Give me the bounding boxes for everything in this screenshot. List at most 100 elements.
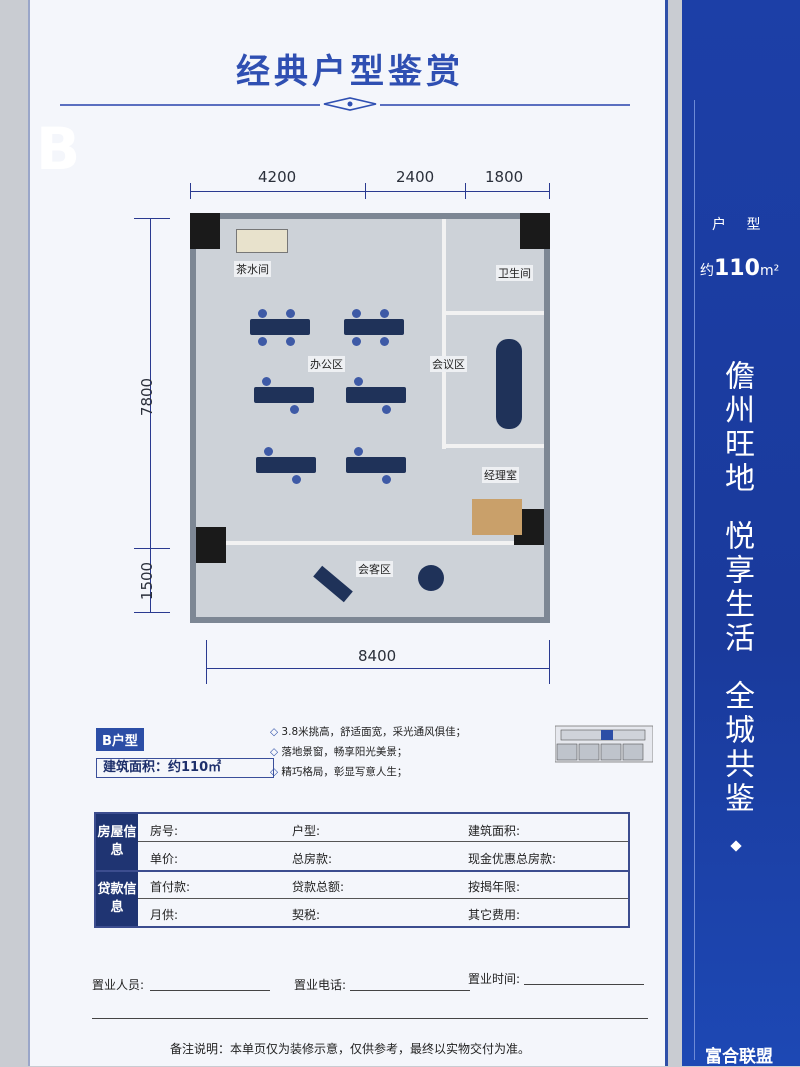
structural-pillar [190,213,220,249]
office-chair [286,309,295,318]
field-mortgage-years[interactable]: 按揭年限: [468,880,521,894]
unit-letter: B [36,115,81,183]
room-label-meeting: 会议区 [430,356,467,372]
dim-tick [134,612,170,613]
field-building-area[interactable]: 建筑面积: [468,824,521,838]
loan-info-label: 贷款信息 [96,872,138,926]
room-label-tea: 茶水间 [234,261,271,277]
dim-1800: 1800 [485,168,524,186]
office-chair [352,337,361,346]
office-desk [346,457,406,473]
office-chair [382,405,391,414]
office-chair [380,337,389,346]
partition-wall [442,311,544,315]
area-box: 建筑面积：约110㎡ [96,758,274,778]
building-position-thumbnail [555,725,653,763]
room-label-wc: 卫生间 [496,265,533,281]
office-desk [256,457,316,473]
field-monthly-payment[interactable]: 月供: [150,908,179,922]
side-panel-frame [694,100,791,1060]
side-area: 约110m² [700,256,780,281]
disclaimer-note: 备注说明：本单页仅为装修示意，仅供参考，最终以实物交付为准。 [169,1042,530,1056]
office-chair [354,377,363,386]
office-desk [254,387,314,403]
feature-item: ◇ 3.8米挑高，舒适面宽，采光通风俱佳； [270,726,467,738]
window-line [196,541,544,545]
phone-label: 置业电话: [294,978,347,992]
dim-tick [465,183,466,199]
office-chair [262,377,271,386]
unit-type-badge: B户型 [96,728,144,751]
office-chair [264,447,273,456]
office-desk [344,319,404,335]
floor-plan: 茶水间 卫生间 办公区 会议区 经理室 会客区 [190,213,550,623]
side-panel [682,0,800,1066]
office-desk [250,319,310,335]
purchase-info-table: 房屋信息 贷款信息 房号: 户型: 建筑面积: 单价: 总房款: 现金优惠总房款… [94,812,630,928]
row-divider [138,841,628,842]
bottom-dimension-line [206,668,550,669]
field-cash-discount-price[interactable]: 现金优惠总房款: [468,852,557,866]
top-dimension-line [190,191,550,192]
brochure-sheet: 经典户型鉴赏 4200 2400 1800 7800 1500 8400 茶水间… [28,0,668,1066]
office-chair [380,309,389,318]
office-chair [382,475,391,484]
reception-table [418,565,444,591]
structural-pillar [196,527,226,563]
slogan-2: 悦享生活 [719,520,754,656]
section-divider [96,870,628,872]
house-info-label: 房屋信息 [96,814,138,870]
office-chair [258,309,267,318]
field-unit-type[interactable]: 户型: [292,824,321,838]
agent-input-line[interactable] [150,990,270,991]
dim-tick [134,548,170,549]
remark-line [92,1018,648,1019]
left-dimension-line [150,218,151,612]
feature-item: ◇ 落地景窗，畅享阳光美景； [270,746,408,758]
dim-tick [365,183,366,199]
office-chair [354,447,363,456]
row-divider [138,898,628,899]
time-label: 置业时间: [468,972,521,986]
office-chair [290,405,299,414]
dim-7800: 7800 [138,377,157,417]
structural-pillar [520,213,550,249]
field-other-fees[interactable]: 其它费用: [468,908,521,922]
brand-logo: 富合联盟 [705,1047,773,1067]
dim-tick [190,183,191,199]
page-title: 经典户型鉴赏 [236,52,464,92]
manager-desk [472,499,522,535]
office-desk [346,387,406,403]
room-label-manager: 经理室 [482,467,519,483]
partition-wall [442,219,446,449]
room-label-reception: 会客区 [356,561,393,577]
partition-wall [442,444,544,448]
dim-tick [549,640,550,684]
field-total-price[interactable]: 总房款: [292,852,333,866]
field-deed-tax[interactable]: 契税: [292,908,321,922]
office-chair [352,309,361,318]
slogan-1: 儋州旺地 [719,360,754,496]
dim-tick [206,640,207,684]
office-chair [258,337,267,346]
time-input-line[interactable] [524,984,644,985]
tea-counter [236,229,288,253]
side-type-label: 户 型 [712,217,769,233]
field-down-payment[interactable]: 首付款: [150,880,191,894]
field-loan-total[interactable]: 贷款总额: [292,880,345,894]
dim-tick [134,218,170,219]
agent-label: 置业人员: [92,978,145,992]
field-room-no[interactable]: 房号: [150,824,179,838]
divider-ornament [320,97,380,111]
dim-4200: 4200 [258,168,297,186]
phone-input-line[interactable] [350,990,470,991]
room-label-office: 办公区 [308,356,345,372]
dim-8400: 8400 [358,647,397,665]
field-unit-price[interactable]: 单价: [150,852,179,866]
office-chair [292,475,301,484]
dim-tick [549,183,550,199]
unit-tag: B户型 [96,728,144,751]
meeting-table [496,339,522,429]
dim-2400: 2400 [396,168,435,186]
feature-item: ◇ 精巧格局，彰显写意人生； [270,766,408,778]
